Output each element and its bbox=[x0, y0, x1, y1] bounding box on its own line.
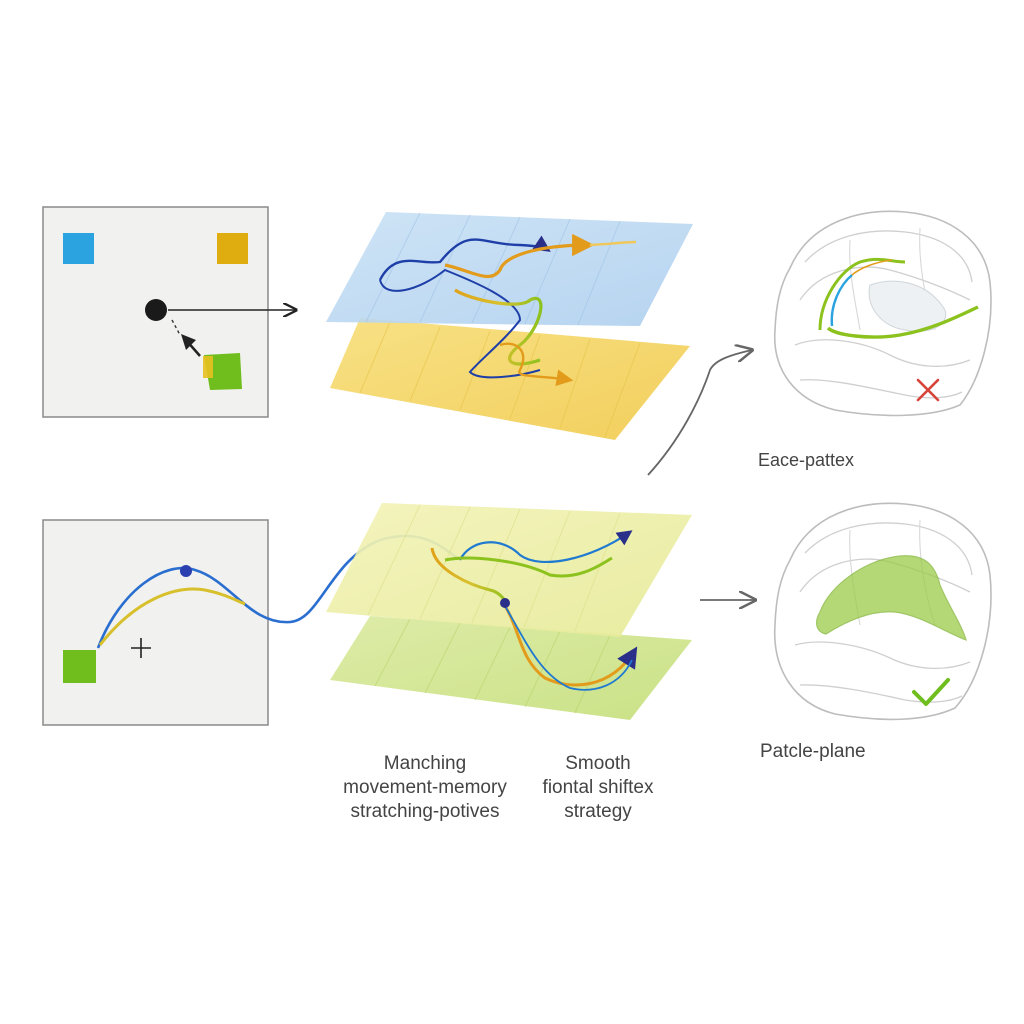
plus-icon bbox=[131, 638, 151, 658]
top-right-brain bbox=[774, 210, 992, 417]
path-node bbox=[180, 565, 192, 577]
orange-square bbox=[217, 233, 248, 264]
mid-caption: Smooth fiontal shiftex strategy bbox=[528, 752, 668, 824]
bottom-right-brain bbox=[773, 502, 992, 721]
green-square bbox=[204, 353, 242, 390]
green-region-bottom-brain bbox=[816, 555, 967, 641]
top-yellow-plane bbox=[330, 318, 690, 440]
blue-square bbox=[63, 233, 94, 264]
navy-trajectory-top bbox=[378, 235, 551, 281]
top-blue-plane bbox=[326, 212, 693, 326]
bottom-right-label: Patcle-plane bbox=[760, 741, 866, 762]
orange-trajectory-top bbox=[444, 233, 595, 279]
agent-dot bbox=[145, 299, 167, 321]
mid-caption-line-2: fiontal shiftex bbox=[542, 777, 654, 798]
bottom-planes bbox=[326, 503, 692, 720]
bottom-yellow-plane bbox=[326, 503, 692, 637]
cross-icon bbox=[916, 378, 940, 402]
bottom-left-panel bbox=[42, 519, 461, 726]
green-square-start bbox=[63, 650, 96, 683]
top-right-label: Eace-pattex bbox=[758, 450, 855, 470]
curved-arrow-to-top-result bbox=[647, 350, 752, 476]
blue-trajectory-bottom bbox=[459, 530, 633, 564]
left-caption-line-3: stratching-potives bbox=[350, 801, 500, 822]
top-left-panel bbox=[42, 206, 296, 418]
dashed-return-line bbox=[171, 319, 181, 336]
top-planes bbox=[326, 212, 693, 440]
bottom-green-plane bbox=[330, 616, 692, 720]
check-icon bbox=[912, 678, 950, 706]
multicolor-trajectory-top bbox=[454, 288, 543, 366]
left-caption-line-2: movement-memory bbox=[343, 777, 507, 798]
mid-caption-line-3: strategy bbox=[564, 801, 632, 822]
left-caption: Manching movement-memory stratching-poti… bbox=[330, 752, 520, 824]
left-caption-line-1: Manching bbox=[383, 753, 467, 774]
mid-caption-line-1: Smooth bbox=[565, 753, 631, 774]
yellow-trajectory bbox=[98, 587, 246, 646]
